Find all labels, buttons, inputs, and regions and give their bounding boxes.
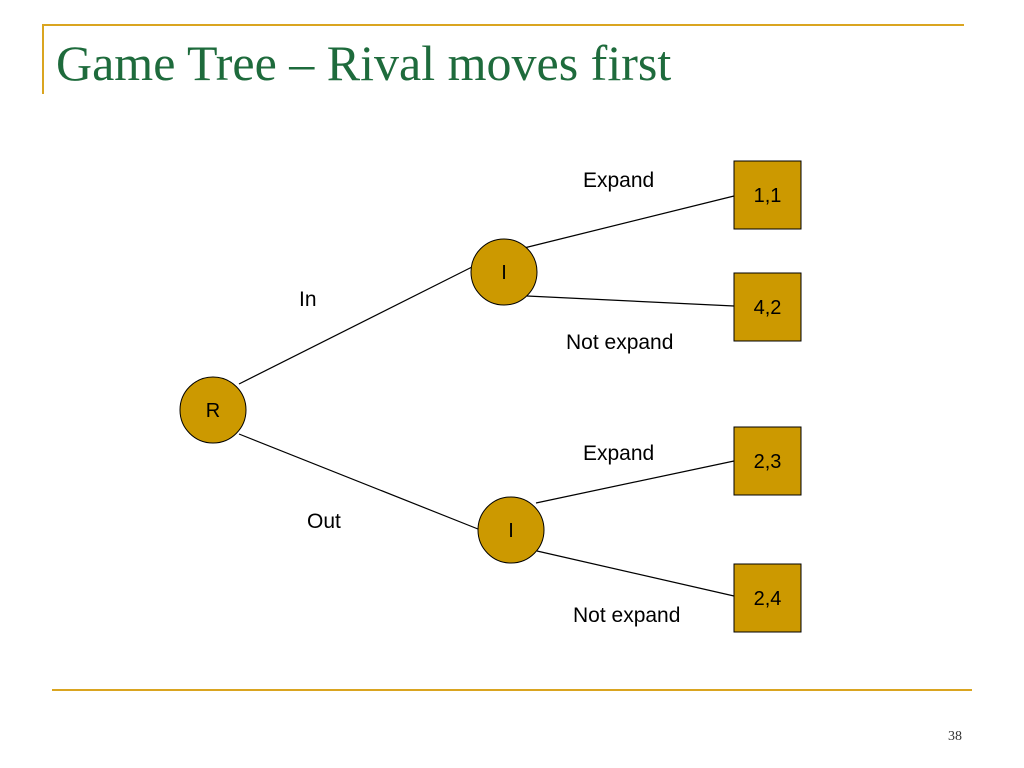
edge-out-expand [535, 460, 735, 504]
node-in-decision-circle [470, 238, 538, 306]
payoff-out-expand-label: 2,3 [754, 451, 782, 473]
edge-label-in-not-expand: Not expand [566, 331, 673, 354]
node-root-label: R [206, 400, 220, 422]
edge-in-not-expand [526, 295, 735, 307]
node-out-decision-label: I [508, 520, 514, 542]
node-root: R [179, 376, 247, 444]
payoff-in-not-expand: 4,2 [733, 272, 802, 342]
title-frame-left-rule [42, 24, 44, 94]
payoff-in-not-expand-label: 4,2 [754, 297, 782, 319]
payoff-out-not-expand-label: 2,4 [754, 588, 782, 610]
slide-title: Game Tree – Rival moves first [56, 35, 672, 91]
edge-label-in-expand: Expand [583, 169, 654, 192]
edge-root-out [238, 433, 484, 532]
payoff-out-expand: 2,3 [733, 426, 802, 496]
title-frame-top-rule [42, 24, 964, 26]
node-out-decision: I [477, 496, 545, 564]
node-in-decision: I [470, 238, 538, 306]
node-in-decision-label: I [501, 262, 507, 284]
payoff-out-not-expand-box [733, 563, 802, 633]
payoff-out-expand-box [733, 426, 802, 496]
footer-rule [52, 689, 972, 691]
edge-label-out-not-expand: Not expand [573, 604, 680, 627]
page-number: 38 [948, 729, 962, 744]
edge-out-not-expand [536, 550, 735, 597]
node-root-circle [179, 376, 247, 444]
edge-label-in: In [299, 288, 317, 311]
payoff-in-not-expand-box [733, 272, 802, 342]
payoff-in-expand-label: 1,1 [754, 185, 782, 207]
edge-in-expand [523, 195, 735, 249]
payoff-out-not-expand: 2,4 [733, 563, 802, 633]
edge-label-out: Out [307, 510, 341, 533]
edge-label-out-expand: Expand [583, 442, 654, 465]
node-out-decision-circle [477, 496, 545, 564]
payoff-in-expand: 1,1 [733, 160, 802, 230]
payoff-in-expand-box [733, 160, 802, 230]
edge-root-in [238, 263, 479, 385]
